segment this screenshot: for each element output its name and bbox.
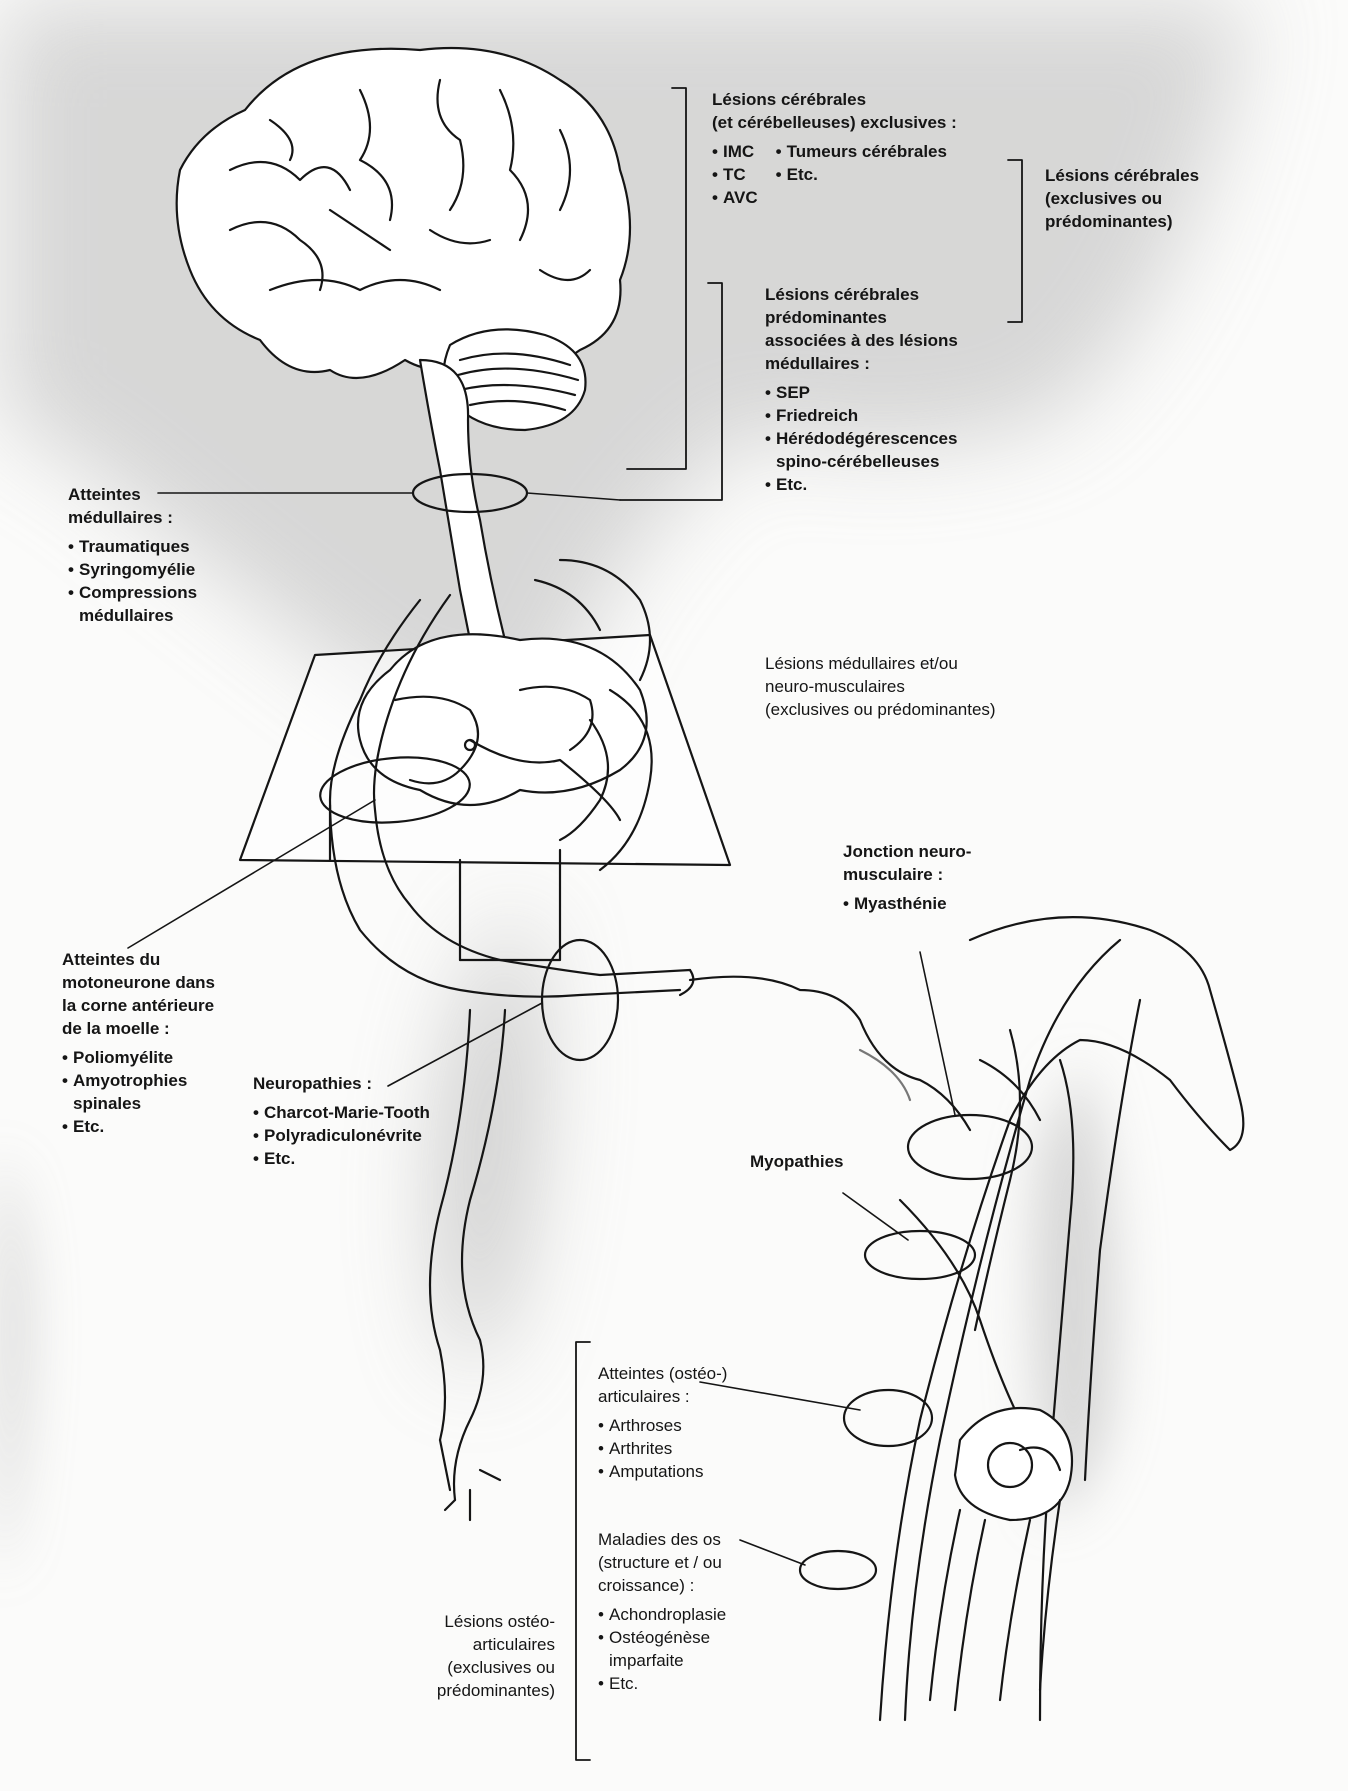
label-junction: Jonction neuro- musculaire : Myasthénie [843, 840, 1003, 915]
list-item: Etc. [598, 1672, 798, 1695]
osteoarticular-title: Atteintes (ostéo-) articulaires : [598, 1362, 798, 1408]
label-osteo-group: Lésions ostéo- articulaires (exclusives … [400, 1610, 555, 1702]
list-item: TC [712, 163, 758, 186]
motoneuron-title: Atteintes du motoneurone dans la corne a… [62, 948, 262, 1040]
label-cerebral-group: Lésions cérébrales (exclusives ou prédom… [1045, 164, 1225, 233]
junction-marker-ellipse [908, 1115, 1032, 1179]
label-osteoarticular: Atteintes (ostéo-) articulaires : Arthro… [598, 1362, 798, 1483]
list-item: Etc. [765, 473, 1025, 496]
label-cerebral-exclusive: Lésions cérébrales (et cérébelleuses) ex… [712, 88, 1012, 209]
label-myopathies: Myopathies [750, 1150, 870, 1173]
label-bone: Maladies des os (structure et / ou crois… [598, 1528, 798, 1695]
list-item: Ostéogénèse imparfaite [598, 1626, 798, 1672]
list-item: Syringomyélie [68, 558, 268, 581]
list-item: Etc. [776, 163, 947, 186]
joint-marker-ellipse [844, 1390, 932, 1446]
cerebral-predominant-title: Lésions cérébrales prédominantes associé… [765, 283, 1025, 375]
list-item: Etc. [62, 1115, 262, 1138]
label-spinal: Atteintes médullaires : Traumatiques Syr… [68, 483, 268, 627]
list-item: Arthroses [598, 1414, 798, 1437]
label-motoneuron: Atteintes du motoneurone dans la corne a… [62, 948, 262, 1138]
neuropathies-title: Neuropathies : [253, 1072, 473, 1095]
list-item: Hérédodégérescences spino-cérébelleuses [765, 427, 1025, 473]
cerebral-exclusive-col2: Tumeurs cérébrales Etc. [776, 140, 947, 209]
label-medullary-neuromuscular: Lésions médullaires et/ou neuro-musculai… [765, 652, 1055, 721]
list-item: Myasthénie [843, 892, 1003, 915]
label-cerebral-predominant: Lésions cérébrales prédominantes associé… [765, 283, 1025, 496]
list-item: Friedreich [765, 404, 1025, 427]
nerve-root-marker-ellipse [542, 940, 618, 1060]
list-item: Arthrites [598, 1437, 798, 1460]
list-item: Tumeurs cérébrales [776, 140, 947, 163]
list-item: Etc. [253, 1147, 473, 1170]
junction-title: Jonction neuro- musculaire : [843, 840, 1003, 886]
cerebral-exclusive-title: Lésions cérébrales (et cérébelleuses) ex… [712, 88, 1012, 134]
list-item: SEP [765, 381, 1025, 404]
bone-marker-ellipse [800, 1551, 876, 1589]
list-item: Amputations [598, 1460, 798, 1483]
list-item: AVC [712, 186, 758, 209]
arm-drawing [880, 917, 1243, 1720]
list-item: Traumatiques [68, 535, 268, 558]
muscle-marker-ellipse [865, 1231, 975, 1279]
list-item: Achondroplasie [598, 1603, 798, 1626]
bone-title: Maladies des os (structure et / ou crois… [598, 1528, 798, 1597]
list-item: Poliomyélite [62, 1046, 262, 1069]
list-item: Polyradiculonévrite [253, 1124, 473, 1147]
list-item: Compressions médullaires [68, 581, 268, 627]
label-neuropathies: Neuropathies : Charcot-Marie-Tooth Polyr… [253, 1072, 473, 1170]
list-item: IMC [712, 140, 758, 163]
cerebral-exclusive-col1: IMC TC AVC [712, 140, 758, 209]
list-item: Amyotrophies spinales [62, 1069, 262, 1115]
spinal-title: Atteintes médullaires : [68, 483, 268, 529]
list-item: Charcot-Marie-Tooth [253, 1101, 473, 1124]
